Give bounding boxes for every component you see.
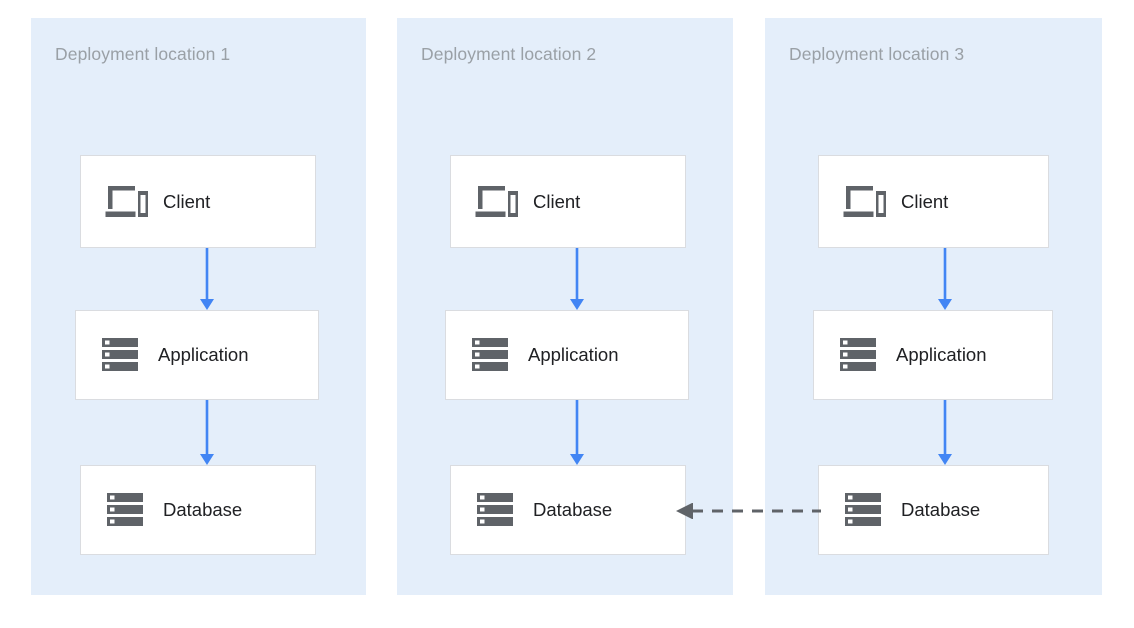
node-application-3[interactable]: Application [813, 310, 1053, 400]
arrow-database-3-to-database-2-replication [676, 502, 821, 524]
node-label-application-2: Application [528, 344, 619, 365]
node-client-1[interactable]: Client [80, 155, 316, 248]
devices-icon [843, 182, 887, 222]
panel-title-deployment-location-3: Deployment location 3 [789, 44, 965, 64]
node-label-client-1: Client [163, 190, 211, 212]
devices-icon-svg [105, 185, 148, 217]
server-icon [470, 335, 514, 375]
node-client-2[interactable]: Client [450, 155, 686, 248]
node-label-database-2: Database [533, 499, 613, 520]
arrow-application-to-database-2 [567, 400, 587, 470]
node-application-2[interactable]: Application [445, 310, 689, 400]
server-icon [838, 335, 882, 375]
node-label-database-3: Database [901, 499, 981, 520]
arrow-client-to-application-3 [935, 248, 955, 315]
arrow-client-to-application-1 [197, 248, 217, 315]
server-icon-svg [107, 493, 143, 526]
arrow-application-to-database-3 [935, 400, 955, 470]
node-database-1[interactable]: Database [80, 465, 316, 555]
node-label-application-1: Application [158, 344, 249, 365]
node-database-3[interactable]: Database [818, 465, 1049, 555]
server-icon [100, 335, 144, 375]
server-icon-svg [840, 338, 876, 371]
server-icon [105, 490, 149, 530]
arrow-client-to-application-2 [567, 248, 587, 315]
devices-icon [475, 182, 519, 222]
devices-icon-svg [475, 185, 518, 217]
node-label-application-3: Application [896, 344, 987, 365]
panel-title-deployment-location-1: Deployment location 1 [55, 44, 231, 64]
node-label-client-2: Client [533, 190, 581, 212]
server-icon-svg [845, 493, 881, 526]
arrow-application-to-database-1 [197, 400, 217, 470]
node-database-2[interactable]: Database [450, 465, 686, 555]
node-label-database-1: Database [163, 499, 243, 520]
devices-icon [105, 182, 149, 222]
node-client-3[interactable]: Client [818, 155, 1049, 248]
node-application-1[interactable]: Application [75, 310, 319, 400]
panel-title-deployment-location-2: Deployment location 2 [421, 44, 597, 64]
server-icon [843, 490, 887, 530]
server-icon-svg [477, 493, 513, 526]
server-icon-svg [472, 338, 508, 371]
server-icon [475, 490, 519, 530]
server-icon-svg [102, 338, 138, 371]
devices-icon-svg [843, 185, 886, 217]
node-label-client-3: Client [901, 190, 949, 212]
